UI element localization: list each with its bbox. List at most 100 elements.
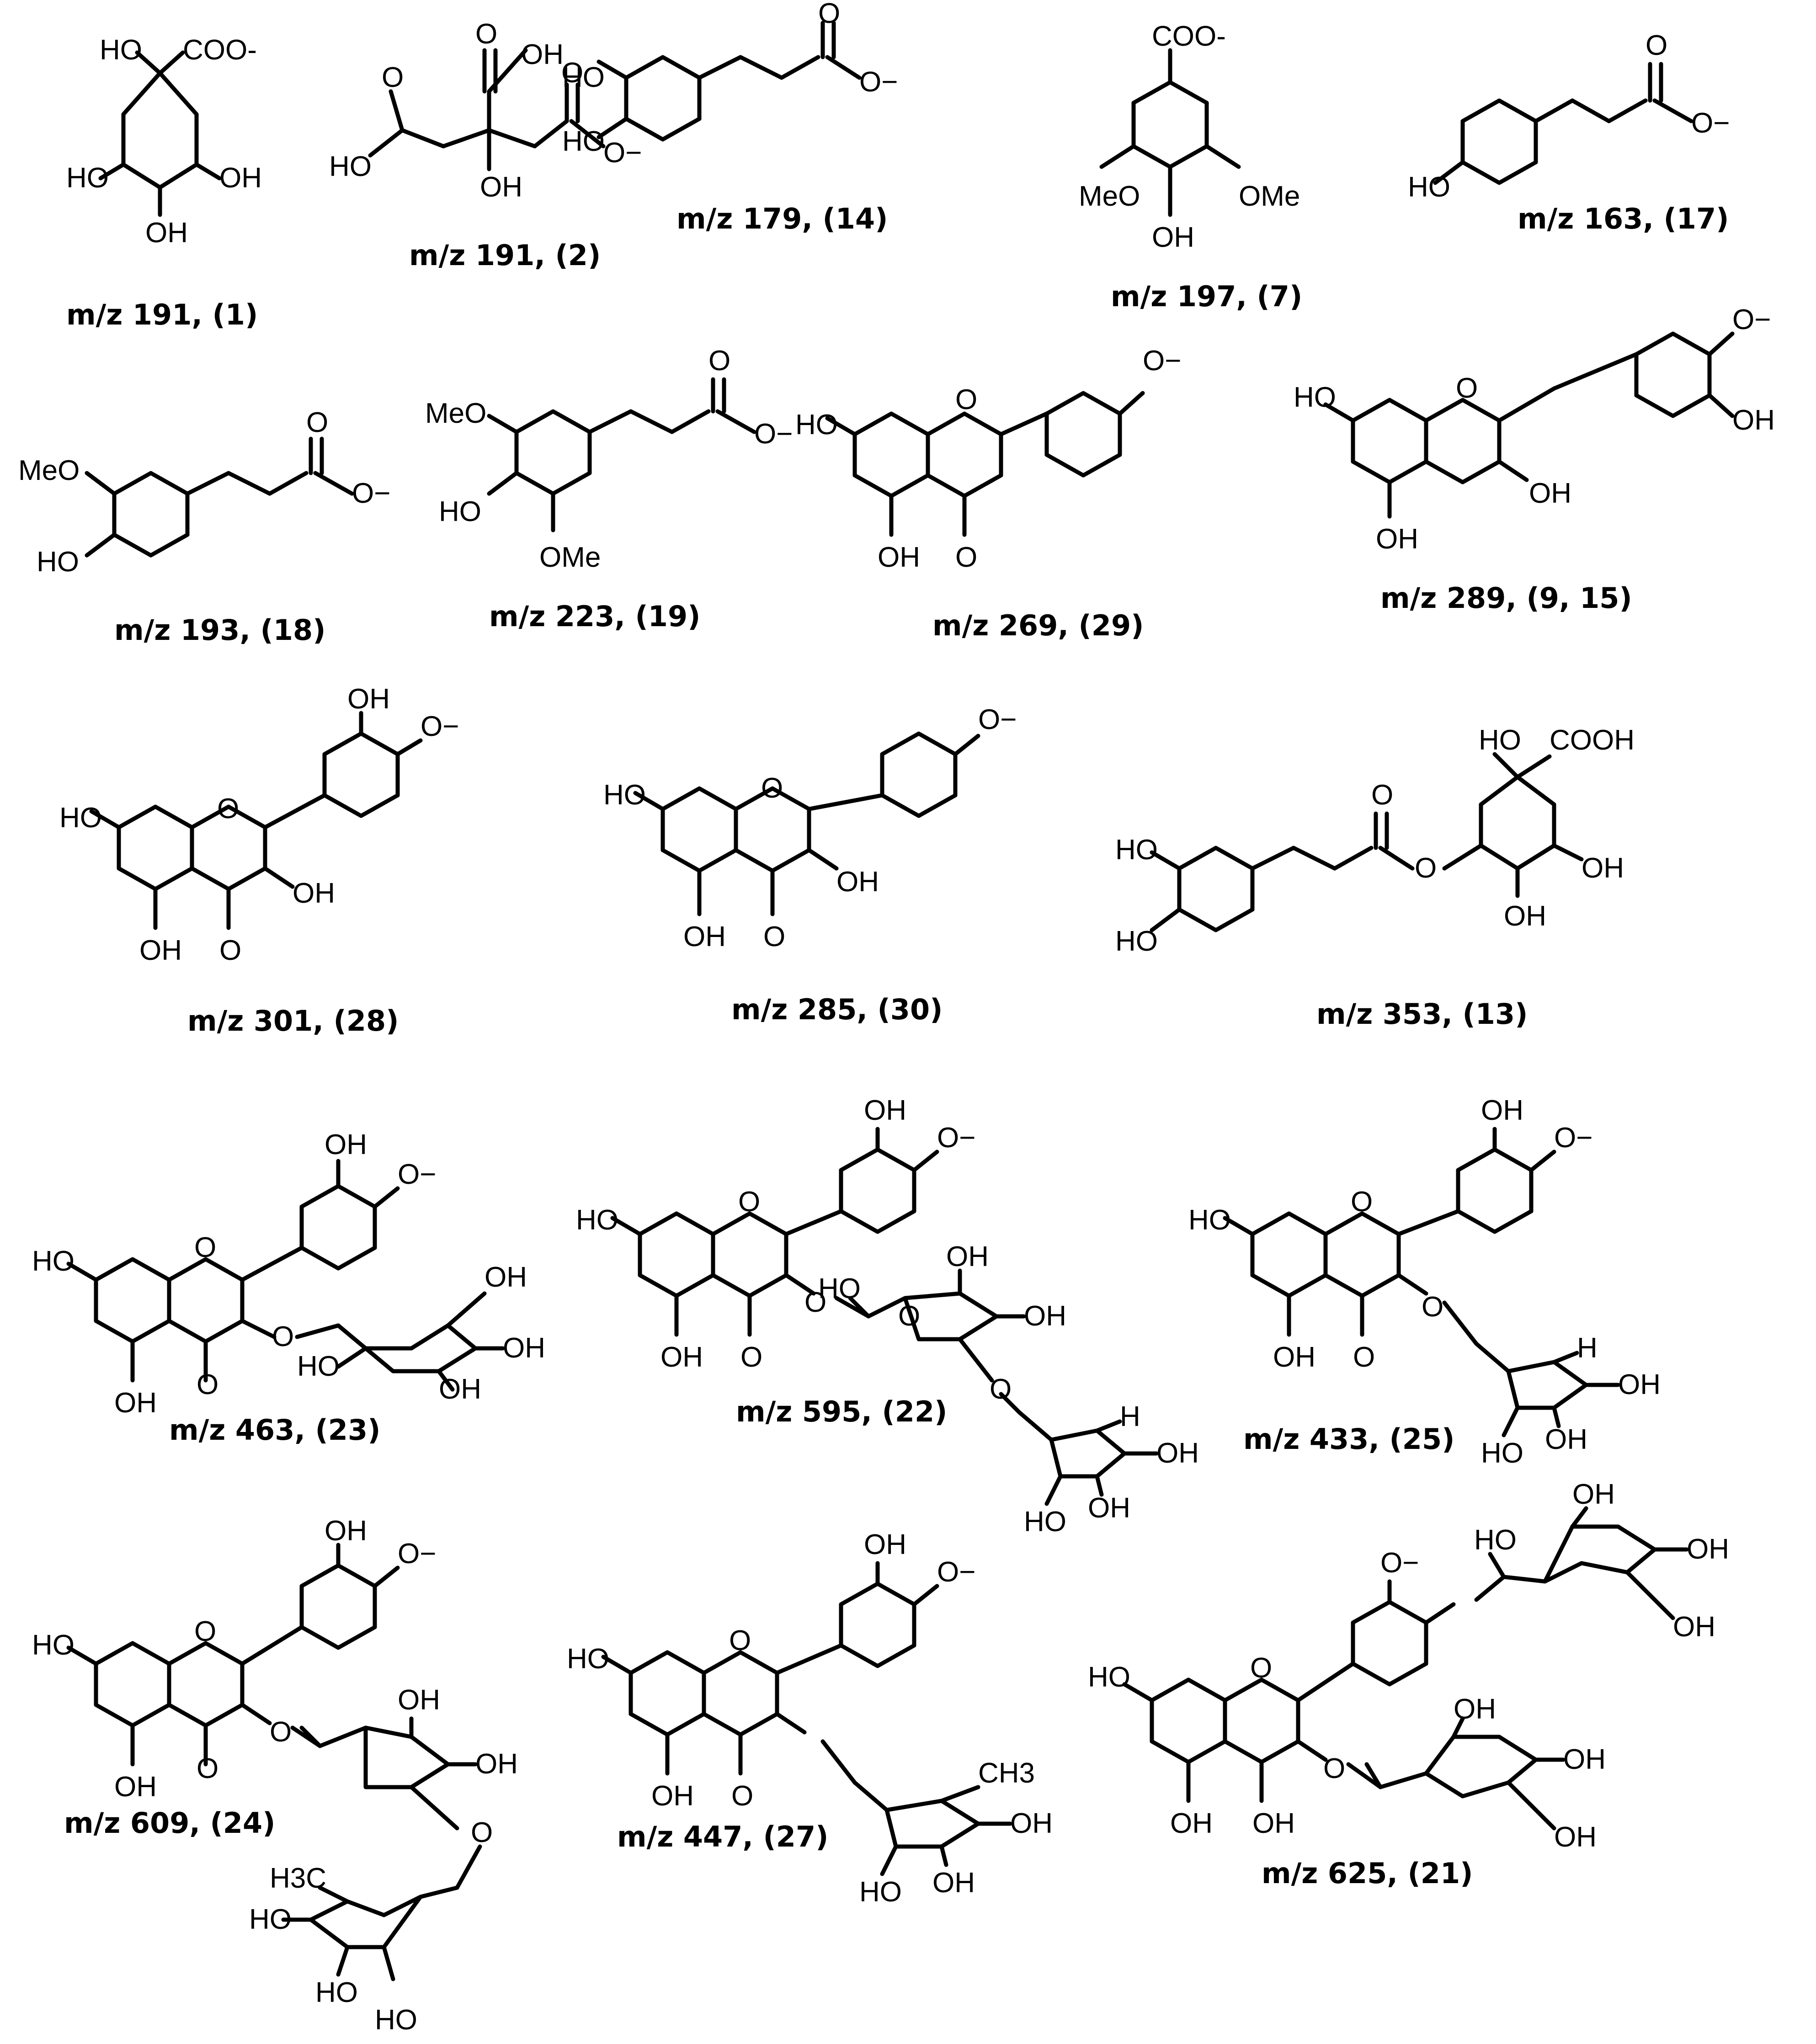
m1-sub-1: COO-	[183, 34, 257, 66]
m16-sub-10: HO	[315, 1977, 358, 2008]
m14-sub-10: H	[1120, 1401, 1140, 1432]
m11-sub-0: O−	[978, 704, 1017, 735]
m7-caption: m/z 223, (19)	[489, 600, 700, 633]
m15-sub-0: OH	[1481, 1095, 1523, 1126]
molecule-4: COO- MeO OMe OH m/z 197, (7)	[1079, 21, 1302, 313]
m13-sub-8: OH	[439, 1373, 481, 1405]
m16-sub-3: O	[194, 1616, 216, 1647]
m18-caption: m/z 625, (21)	[1262, 1857, 1473, 1890]
m17-sub-6: HO	[859, 1876, 902, 1908]
m12-sub-7: OH	[1504, 900, 1546, 932]
molecule-16: OH O− HO O OH OH O O H3C HO HO HO OH O m…	[32, 1515, 518, 2036]
m14-sub-11: OH	[1156, 1437, 1199, 1469]
m10-caption: m/z 301, (28)	[187, 1004, 399, 1038]
m17-sub-2: HO	[567, 1643, 609, 1675]
m3-caption: m/z 179, (14)	[676, 202, 888, 235]
m1-sub-0: HO	[100, 34, 142, 66]
m11-caption: m/z 285, (30)	[731, 993, 943, 1026]
m14-sub-14: OH	[660, 1341, 703, 1373]
m14-sub-5: OH	[946, 1241, 989, 1272]
m10-sub-0: OH	[347, 683, 390, 715]
m18-sub-4: OH	[1673, 1611, 1715, 1643]
m17-sub-5: OH	[1010, 1808, 1053, 1839]
m13-sub-4: OH	[485, 1262, 527, 1293]
m14-sub-1: O−	[937, 1122, 975, 1154]
m18-sub-0: O−	[1380, 1547, 1419, 1579]
m18-sub-7: OH	[1454, 1693, 1496, 1725]
m6-sub-1: HO	[37, 546, 79, 578]
m2-sub-3: HO	[329, 151, 372, 182]
m5-caption: m/z 163, (17)	[1518, 202, 1729, 235]
m9-sub-2: O−	[1732, 304, 1771, 335]
m12-sub-3: O	[1415, 852, 1437, 884]
m13-sub-6: OH	[503, 1332, 545, 1364]
m13-sub-3: O	[194, 1232, 216, 1263]
m1-caption: m/z 191, (1)	[66, 298, 258, 331]
m4-sub-1: MeO	[1079, 181, 1140, 212]
m17-sub-1: O−	[937, 1556, 975, 1588]
m13-sub-9: OH	[114, 1387, 157, 1419]
m3-sub-2: O	[818, 0, 840, 29]
molecule-8: HO O O− OH O m/z 269, (29)	[795, 345, 1181, 642]
m3-sub-3: O−	[859, 66, 898, 98]
molecule-6: MeO HO O O− m/z 193, (18)	[18, 407, 390, 647]
m15-sub-1: O−	[1554, 1122, 1592, 1154]
m14-sub-13: OH	[1088, 1492, 1130, 1524]
m15-caption: m/z 433, (25)	[1243, 1422, 1454, 1456]
m1-sub-3: OH	[219, 162, 262, 194]
molecule-13: OH O− HO O OH O OH HO OH OH O m/z 463, (…	[32, 1129, 545, 1447]
m12-sub-1: COOH	[1550, 724, 1635, 756]
m6-sub-3: O−	[352, 478, 390, 509]
m2-sub-4: O	[561, 57, 583, 89]
m9-sub-3: OH	[1732, 405, 1775, 436]
m16-sub-11: HO	[375, 2004, 417, 2036]
m16-sub-2: HO	[32, 1629, 75, 1661]
m17-sub-4: CH3	[978, 1757, 1035, 1789]
m17-sub-9: O	[731, 1780, 753, 1812]
m4-sub-0: COO-	[1152, 21, 1226, 52]
m6-sub-2: O	[306, 407, 328, 438]
m16-sub-12: OH	[114, 1771, 157, 1803]
m18-sub-5: HO	[1088, 1661, 1130, 1693]
m14-sub-12: HO	[1024, 1506, 1066, 1538]
molecule-9: HO O O− OH OH OH m/z 289, (9, 15)	[1294, 304, 1775, 615]
m13-sub-5: O	[272, 1321, 294, 1352]
m18-sub-3: OH	[1687, 1533, 1729, 1565]
m17-sub-3: O	[729, 1625, 751, 1656]
m14-sub-3: O	[738, 1186, 760, 1218]
m12-sub-0: HO	[1479, 724, 1521, 756]
m18-sub-6: O	[1250, 1652, 1272, 1684]
m15-sub-3: O	[1351, 1186, 1373, 1218]
m14-sub-7: O	[804, 1287, 826, 1318]
m15-sub-5: H	[1577, 1332, 1598, 1364]
m2-sub-2: O	[382, 62, 404, 93]
m11-sub-1: HO	[603, 779, 646, 811]
m12-sub-6: OH	[1582, 852, 1624, 884]
m18-sub-8: OH	[1563, 1744, 1606, 1775]
m9-sub-1: O	[1456, 373, 1478, 404]
m8-sub-3: OH	[878, 542, 920, 573]
m5-sub-0: HO	[1408, 171, 1450, 203]
molecule-5: HO O O− m/z 163, (17)	[1408, 30, 1730, 235]
m3-sub-1: HO	[562, 126, 605, 157]
m2-sub-0: O	[475, 18, 497, 50]
m17-sub-8: OH	[651, 1780, 694, 1812]
m2-sub-6: OH	[480, 171, 522, 203]
m11-sub-2: O	[761, 772, 783, 804]
m16-caption: m/z 609, (24)	[64, 1806, 275, 1840]
m9-sub-4: OH	[1529, 478, 1571, 509]
m18-sub-11: OH	[1252, 1808, 1295, 1839]
m5-sub-2: O−	[1691, 107, 1730, 139]
m6-caption: m/z 193, (18)	[114, 613, 325, 647]
m12-sub-4: HO	[1115, 834, 1158, 866]
m5-sub-1: O	[1646, 30, 1667, 61]
m18-sub-2: OH	[1572, 1479, 1615, 1510]
m14-sub-2: HO	[576, 1204, 618, 1236]
m16-sub-8: H3C	[270, 1863, 326, 1894]
m12-sub-5: HO	[1115, 926, 1158, 957]
m15-sub-10: O	[1353, 1341, 1375, 1373]
molecule-11: O− HO O OH OH O m/z 285, (30)	[603, 704, 1017, 1026]
molecule-1: HO COO- HO OH OH m/z 191, (1)	[66, 34, 262, 331]
m2-sub-5: O−	[603, 137, 642, 169]
